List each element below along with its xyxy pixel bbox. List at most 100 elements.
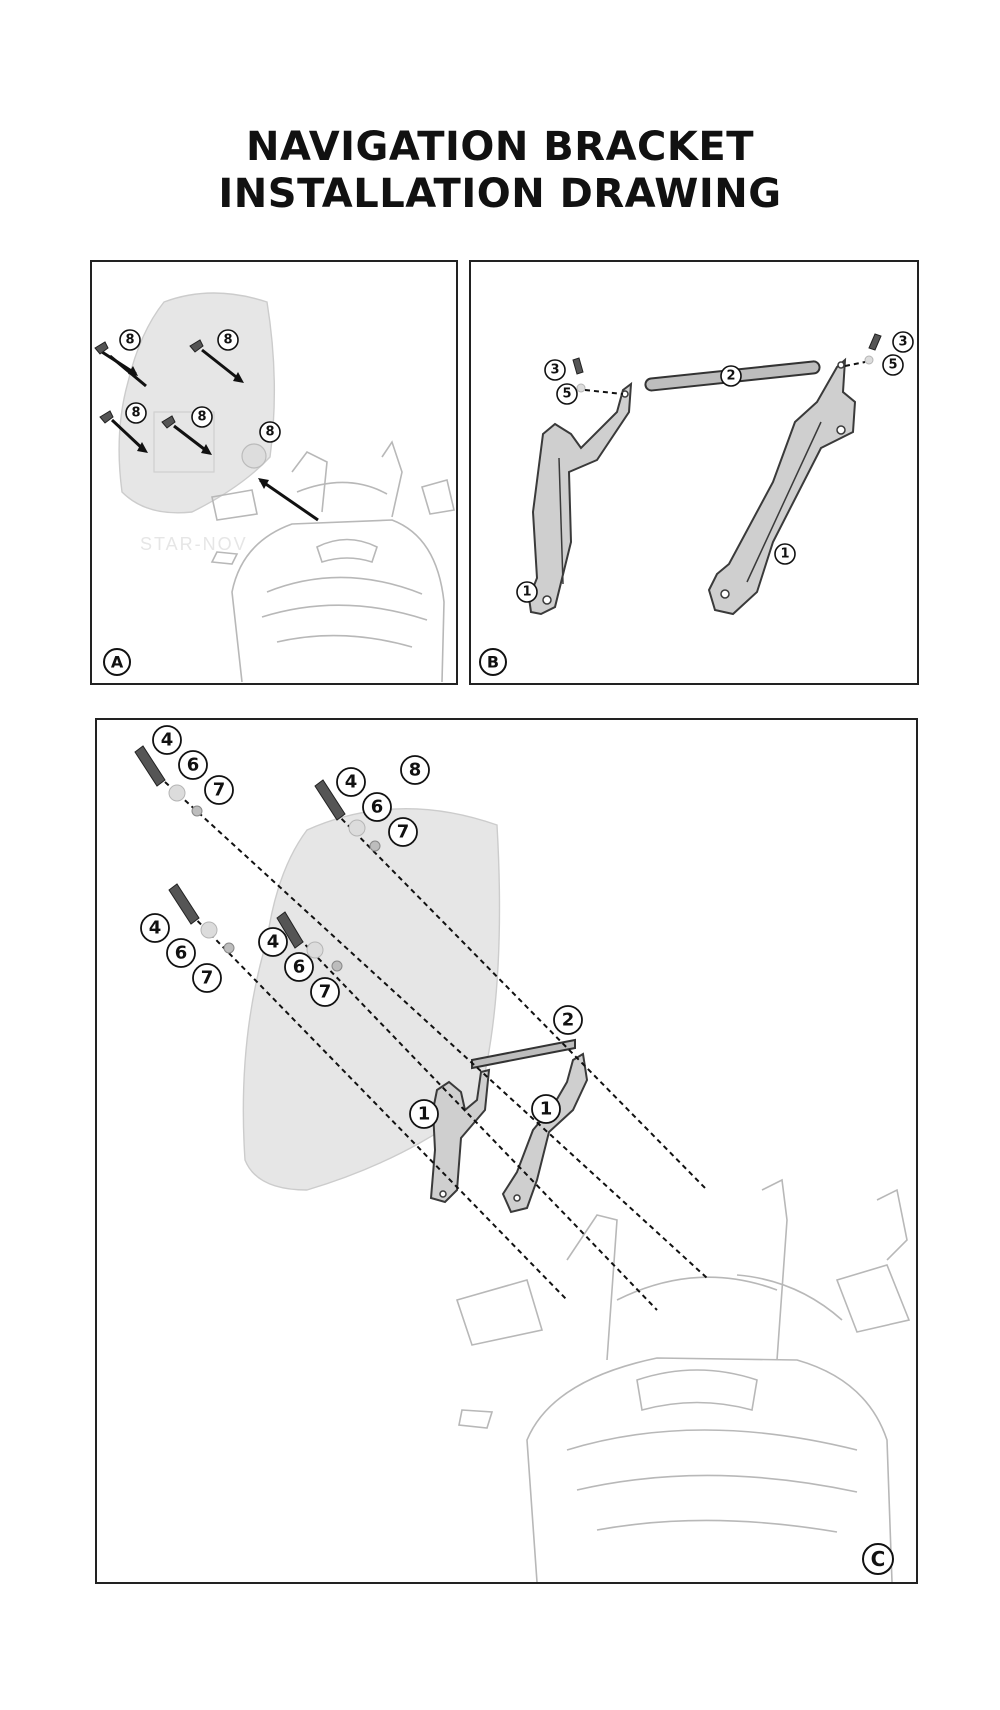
svg-text:7: 7 [397, 822, 410, 843]
windscreen [118, 292, 276, 514]
motorcycle-front [210, 440, 455, 683]
title-line-2: INSTALLATION DRAWING [218, 171, 782, 217]
callout-3-left: 3 [544, 359, 566, 381]
nut-icon [223, 942, 235, 954]
callout-6-c3: 6 [166, 938, 196, 968]
panel-c-drawing: 4 6 7 4 6 7 8 4 6 7 4 6 7 2 1 1 C [134, 725, 911, 1582]
screw-icon [99, 410, 114, 424]
callout-5-right: 5 [882, 354, 904, 376]
callout-8-a1: 8 [119, 329, 141, 351]
svg-text:6: 6 [187, 755, 200, 776]
svg-text:8: 8 [265, 425, 274, 440]
svg-text:B: B [487, 653, 499, 672]
callout-1-c-left: 1 [409, 1099, 439, 1129]
callout-8-c: 8 [400, 755, 430, 785]
svg-text:5: 5 [888, 358, 897, 373]
motorcycle-front [455, 1178, 911, 1582]
watermark: STAR-NOV [140, 534, 248, 554]
callout-8-a3: 8 [125, 402, 147, 424]
panel-a-drawing: STAR-NOV 8 8 8 8 8 A [94, 292, 455, 683]
panel-b: 3 5 2 3 5 1 1 B [469, 260, 919, 685]
hardware-stack-3 [168, 883, 235, 954]
washer-icon [168, 784, 186, 802]
hardware-stack-2 [314, 779, 381, 852]
svg-text:6: 6 [175, 943, 188, 964]
svg-text:8: 8 [131, 406, 140, 421]
screw-icon [314, 779, 346, 821]
svg-text:1: 1 [780, 547, 789, 562]
svg-text:5: 5 [562, 387, 571, 402]
callout-1-right: 1 [774, 543, 796, 565]
callout-6-c2: 6 [362, 792, 392, 822]
svg-text:1: 1 [522, 585, 531, 600]
svg-text:7: 7 [319, 982, 332, 1003]
panel-label-b: B [479, 648, 507, 676]
svg-text:3: 3 [550, 363, 559, 378]
panel-label-c: C [862, 1543, 894, 1575]
right-bracket [501, 1052, 589, 1214]
left-bracket [527, 381, 633, 616]
callout-1-c-right: 1 [531, 1094, 561, 1124]
crossbar [471, 1038, 576, 1070]
washer-icon [348, 819, 366, 837]
washer-icon [200, 921, 218, 939]
panel-label-a: A [103, 648, 131, 676]
screw-icon [276, 911, 304, 949]
panel-b-drawing: 3 5 2 3 5 1 1 B [479, 331, 914, 676]
arrow-to-bracket [241, 443, 319, 522]
screw-icon [161, 415, 176, 429]
callout-4-c3: 4 [140, 913, 170, 943]
svg-text:4: 4 [345, 772, 358, 793]
screw-icon [94, 341, 109, 355]
washer-icon [576, 383, 586, 393]
svg-text:2: 2 [726, 369, 735, 384]
screw-icon [134, 745, 166, 787]
svg-text:6: 6 [371, 797, 384, 818]
title-line-1: NAVIGATION BRACKET [245, 124, 755, 170]
svg-text:7: 7 [201, 968, 214, 989]
svg-text:8: 8 [197, 410, 206, 425]
screw-arrow-3 [99, 410, 148, 453]
screw-arrow-4 [161, 415, 212, 455]
hardware-stack-1 [134, 745, 203, 817]
svg-text:7: 7 [213, 780, 226, 801]
callout-4-c2: 4 [336, 767, 366, 797]
screw-icon [189, 339, 204, 353]
callout-3-right: 3 [892, 331, 914, 353]
washer-icon [306, 941, 324, 959]
left-bracket [429, 1068, 491, 1204]
svg-text:1: 1 [540, 1099, 553, 1120]
callout-2: 2 [720, 365, 742, 387]
callout-1-left: 1 [516, 581, 538, 603]
screw-arrow-1 [94, 341, 147, 388]
washer-icon [864, 355, 874, 365]
page-title: NAVIGATION BRACKET INSTALLATION DRAWING [0, 124, 1000, 218]
callout-7-c3: 7 [192, 963, 222, 993]
svg-text:4: 4 [267, 932, 280, 953]
screw-icon [868, 333, 882, 351]
screw-icon [572, 357, 584, 375]
callout-8-a4: 8 [191, 406, 213, 428]
callout-7-c2: 7 [388, 817, 418, 847]
svg-text:C: C [871, 1547, 886, 1571]
svg-text:8: 8 [125, 333, 134, 348]
callout-6-c1: 6 [178, 750, 208, 780]
svg-text:3: 3 [898, 335, 907, 350]
hardware-stack-4 [276, 911, 343, 972]
screw-arrow-2 [189, 339, 244, 383]
right-bracket [707, 357, 857, 616]
svg-text:1: 1 [418, 1104, 431, 1125]
svg-text:4: 4 [161, 730, 174, 751]
callout-2-c: 2 [553, 1005, 583, 1035]
svg-text:A: A [111, 653, 124, 672]
callout-7-c4: 7 [310, 977, 340, 1007]
callout-5-left: 5 [556, 383, 578, 405]
panel-c: 4 6 7 4 6 7 8 4 6 7 4 6 7 2 1 1 C [95, 718, 918, 1584]
callout-8-a5: 8 [259, 421, 281, 443]
callout-6-c4: 6 [284, 952, 314, 982]
svg-text:8: 8 [409, 760, 422, 781]
svg-text:8: 8 [223, 333, 232, 348]
callout-4-c4: 4 [258, 927, 288, 957]
svg-text:6: 6 [293, 957, 306, 978]
screw-icon [168, 883, 200, 925]
